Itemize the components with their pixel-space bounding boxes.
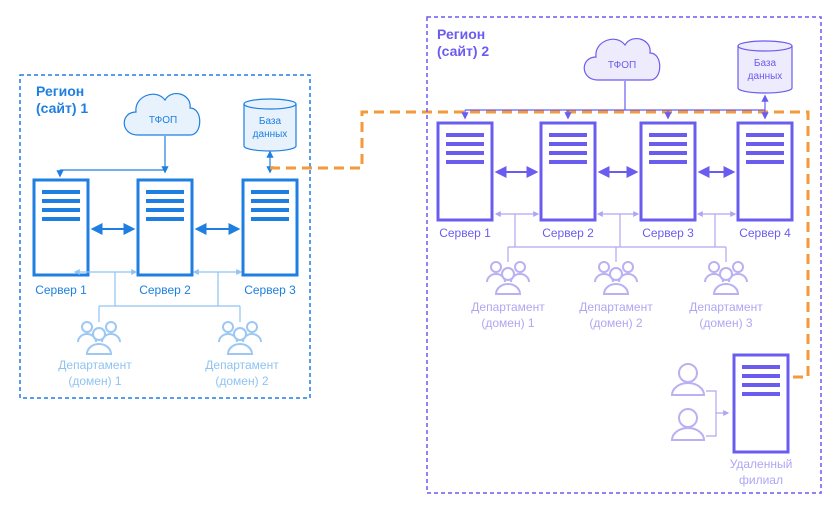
server-label: Сервер 4 [739,226,791,240]
server-icon [241,178,299,277]
server-icon [639,121,697,222]
server-icon [436,121,494,222]
user-group-icon [704,261,748,295]
region1-title-line2: (сайт) 1 [36,100,88,116]
user-group-icon [77,321,121,355]
replication-link [270,110,810,379]
cloud-label: ТФОП [149,115,177,126]
db-label-line2: данных [253,129,288,140]
db-label-line1: База [259,116,282,127]
database-icon: База данных [243,98,297,152]
department-label: (домен) 1 [481,316,535,330]
server-label: Сервер 2 [542,226,594,240]
server-icon [136,178,194,277]
branch-label: Удаленный [730,457,793,471]
cloud-label: ТФОП [608,60,636,71]
department-label: (домен) 2 [589,316,643,330]
region2-title-line1: Регион [437,26,485,42]
cloud-icon: ТФОП [123,92,201,136]
server-icon [32,178,90,277]
server-label: Сервер 3 [642,226,694,240]
server-label: Сервер 3 [244,283,296,297]
server-icon [539,121,597,222]
department-label: (домен) 1 [68,374,122,388]
region2-boundary [426,16,822,494]
department-label: Департамент [471,300,545,314]
department-label: Департамент [689,300,763,314]
server-label: Сервер 1 [35,283,87,297]
department-label: Департамент [58,358,132,372]
cloud-icon: ТФОП [583,37,661,81]
person-icon [670,408,706,441]
region1-title-line1: Регион [36,83,84,99]
server-icon [732,353,790,454]
department-label: Департамент [205,358,279,372]
region2-title-line2: (сайт) 2 [437,43,489,59]
branch-label: филиал [739,473,783,487]
server-icon [736,121,794,222]
db-label-line2: данных [748,71,783,82]
server-label: Сервер 1 [439,226,491,240]
database-icon: База данных [737,40,793,94]
server-label: Сервер 2 [139,283,191,297]
user-group-icon [594,261,638,295]
department-label: (домен) 2 [215,374,269,388]
user-group-icon [218,321,262,355]
db-label-line1: База [754,58,777,69]
region1-boundary [19,74,311,399]
department-label: (домен) 3 [699,316,753,330]
department-label: Департамент [579,300,653,314]
person-icon [670,363,706,396]
user-group-icon [486,261,530,295]
